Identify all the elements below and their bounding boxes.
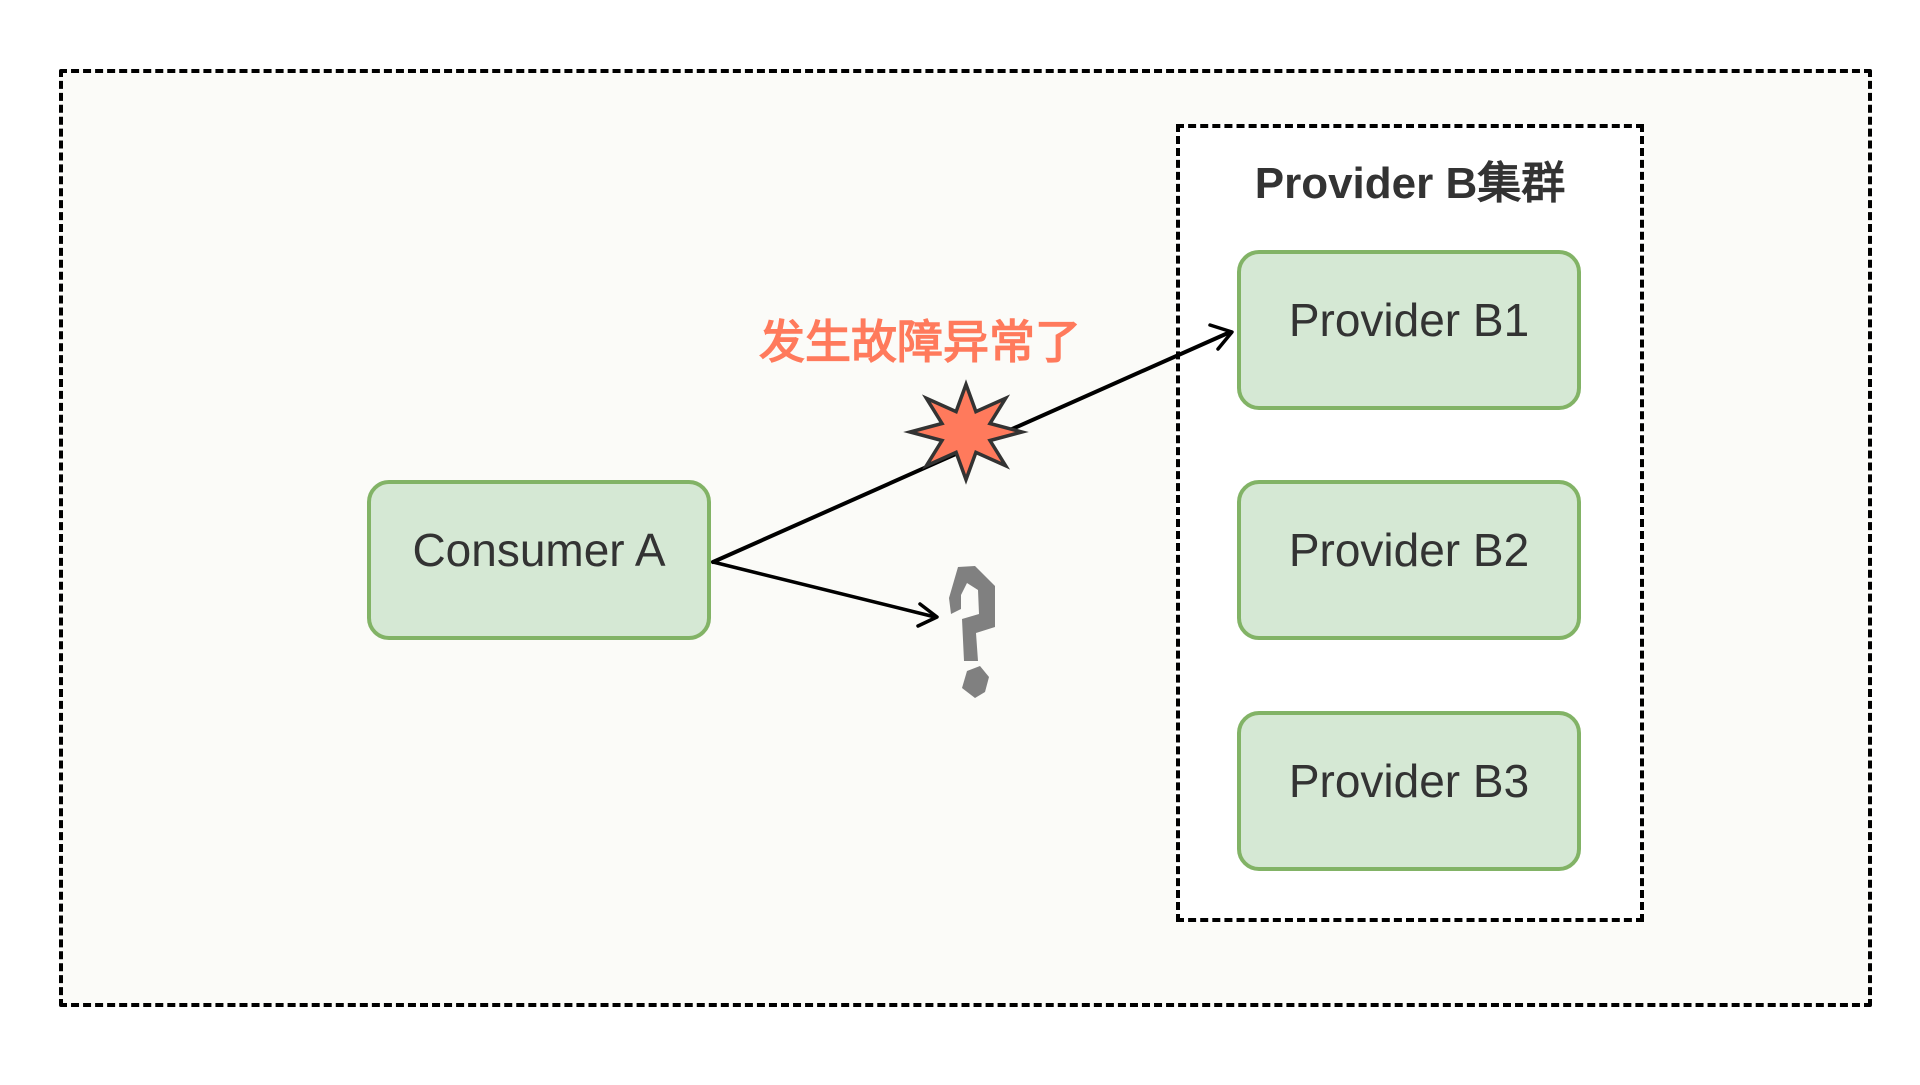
- provider-b2-label: Provider B2: [1288, 524, 1530, 576]
- edge-consumer-to-unknown: [711, 560, 939, 628]
- provider-b2-node[interactable]: Provider B2: [1237, 480, 1581, 640]
- consumer-a-label: Consumer A: [412, 524, 666, 576]
- consumer-a-node[interactable]: Consumer A: [367, 480, 711, 640]
- provider-b3-node[interactable]: Provider B3: [1237, 711, 1581, 871]
- provider-b1-label: Provider B1: [1288, 294, 1530, 346]
- question-mark-icon: [949, 566, 995, 698]
- fault-label: 发生故障异常了: [759, 315, 1081, 369]
- explosion-starburst-icon: [903, 379, 1029, 485]
- provider-b1-node[interactable]: Provider B1: [1237, 250, 1581, 410]
- arrowhead-icon: [916, 602, 939, 628]
- provider-b3-label: Provider B3: [1288, 755, 1530, 807]
- arrowhead-icon: [1208, 323, 1234, 351]
- cluster-title: Provider B集群: [1254, 159, 1566, 208]
